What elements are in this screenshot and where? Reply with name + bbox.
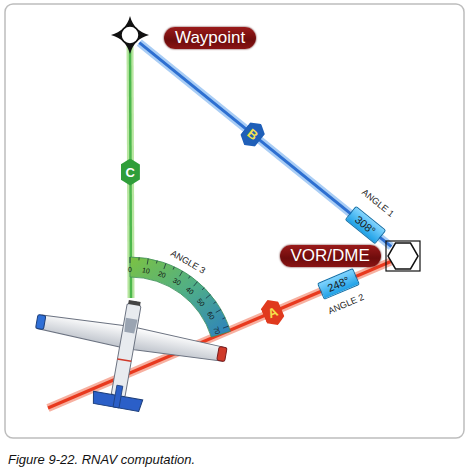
marker-letter: C (121, 159, 140, 186)
arc-ticks (130, 257, 229, 328)
waypoint-node: Waypoint (108, 14, 268, 58)
scale-number: 10 (142, 266, 151, 274)
bearing-line-b (139, 43, 391, 247)
name-pill: Waypoint (164, 27, 256, 49)
figure-caption: Figure 9-22. RNAV computation. (8, 452, 195, 467)
panel-border (5, 4, 464, 438)
line-marker: C (121, 159, 140, 186)
airplane (24, 285, 232, 425)
scale-number: 0 (128, 266, 132, 273)
name-pill: VOR/DME (280, 245, 381, 267)
angle-arc-scale (130, 257, 230, 337)
